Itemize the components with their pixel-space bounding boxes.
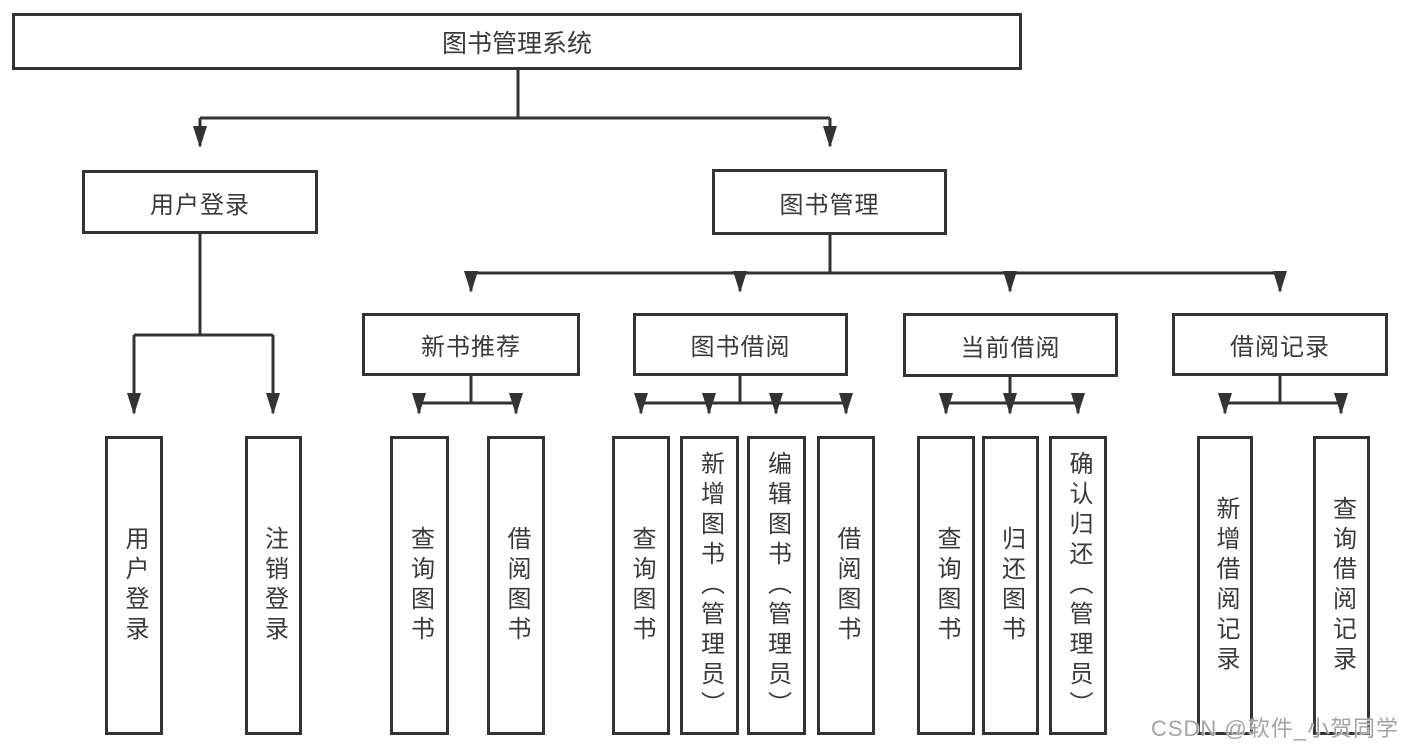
leaf-edit-book-admin-label: 编辑图书（管理员）: [763, 450, 791, 721]
node-book-mgmt: 图书管理: [712, 169, 947, 235]
node-book-borrow-label: 图书借阅: [690, 334, 791, 361]
leaf-borrow-query-books-label: 查询图书: [628, 525, 655, 646]
leaf-query-borrow-record: 查询借阅记录: [1313, 436, 1370, 735]
leaf-add-book-admin-label: 新增图书（管理员）: [696, 450, 724, 721]
node-root: 图书管理系统: [12, 13, 1022, 70]
leaf-query-borrow-record-label: 查询借阅记录: [1328, 495, 1356, 676]
leaf-add-borrow-record: 新增借阅记录: [1197, 436, 1253, 735]
leaf-logout: 注销登录: [245, 436, 302, 735]
node-new-book-recommend: 新书推荐: [362, 313, 580, 376]
leaf-borrow-borrow-books-label: 借阅图书: [833, 525, 860, 646]
csdn-watermark: CSDN @软件_小贺同学: [1150, 716, 1399, 741]
leaf-recommend-query-books: 查询图书: [390, 436, 449, 735]
leaf-recommend-borrow-books: 借阅图书: [487, 436, 545, 735]
leaf-user-login-label: 用户登录: [121, 525, 148, 646]
leaf-return-book-label: 归还图书: [997, 525, 1025, 646]
leaf-current-query-books: 查询图书: [917, 436, 975, 735]
node-user-login-label: 用户登录: [150, 191, 250, 219]
node-current-borrow: 当前借阅: [903, 313, 1118, 377]
node-book-mgmt-label: 图书管理: [779, 191, 880, 219]
node-borrow-records-label: 借阅记录: [1230, 334, 1330, 361]
node-user-login: 用户登录: [82, 170, 318, 234]
leaf-recommend-borrow-books-label: 借阅图书: [503, 525, 530, 646]
leaf-confirm-return-admin-label: 确认归还（管理员）: [1065, 450, 1092, 721]
leaf-add-borrow-record-label: 新增借阅记录: [1212, 495, 1239, 676]
leaf-logout-label: 注销登录: [260, 525, 288, 646]
leaf-confirm-return-admin: 确认归还（管理员）: [1049, 436, 1107, 735]
node-book-borrow: 图书借阅: [633, 313, 848, 376]
leaf-return-book: 归还图书: [982, 436, 1039, 735]
leaf-recommend-query-books-label: 查询图书: [406, 525, 434, 646]
node-root-label: 图书管理系统: [441, 29, 592, 58]
leaf-borrow-borrow-books: 借阅图书: [817, 436, 875, 735]
leaf-add-book-admin: 新增图书（管理员）: [680, 436, 739, 735]
node-borrow-records: 借阅记录: [1172, 313, 1388, 376]
leaf-current-query-books-label: 查询图书: [933, 525, 960, 646]
leaf-borrow-query-books: 查询图书: [612, 436, 670, 735]
leaf-edit-book-admin: 编辑图书（管理员）: [747, 436, 806, 735]
node-current-borrow-label: 当前借阅: [960, 334, 1061, 362]
leaf-user-login: 用户登录: [105, 436, 163, 735]
node-new-book-recommend-label: 新书推荐: [421, 334, 521, 361]
